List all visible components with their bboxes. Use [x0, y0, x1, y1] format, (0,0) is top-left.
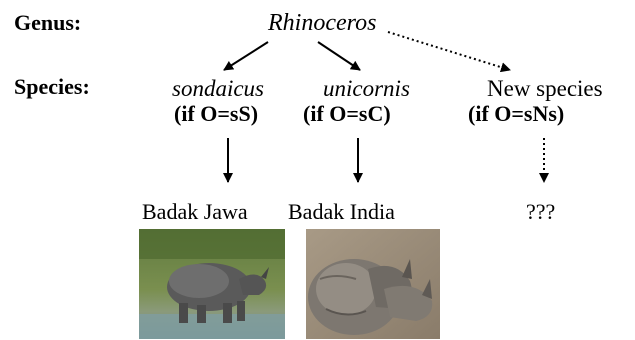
rhino-photo-icon: [306, 229, 440, 339]
genus-label: Genus:: [14, 12, 81, 34]
genus-name: Rhinoceros: [268, 11, 376, 35]
species-name-sondaicus: sondaicus: [172, 77, 264, 100]
common-name-badak-india: Badak India: [288, 201, 395, 223]
condition-new-species: (if O=sNs): [468, 103, 564, 125]
arrow-genus-to-new-species: [388, 32, 510, 70]
species-name-new: New species: [487, 77, 603, 100]
condition-unicornis: (if O=sC): [303, 103, 391, 125]
common-name-badak-jawa: Badak Jawa: [142, 201, 248, 223]
common-name-unknown: ???: [526, 201, 555, 223]
rhino-photo-icon: [139, 229, 285, 339]
species-label: Species:: [14, 76, 90, 98]
species-name-unicornis: unicornis: [323, 77, 410, 100]
condition-sondaicus: (if O=sS): [174, 103, 258, 125]
arrow-genus-to-unicornis: [318, 42, 360, 70]
rhino-photo-badak-india: [306, 229, 440, 339]
arrow-genus-to-sondaicus: [224, 42, 268, 70]
rhino-photo-badak-jawa: [139, 229, 285, 339]
